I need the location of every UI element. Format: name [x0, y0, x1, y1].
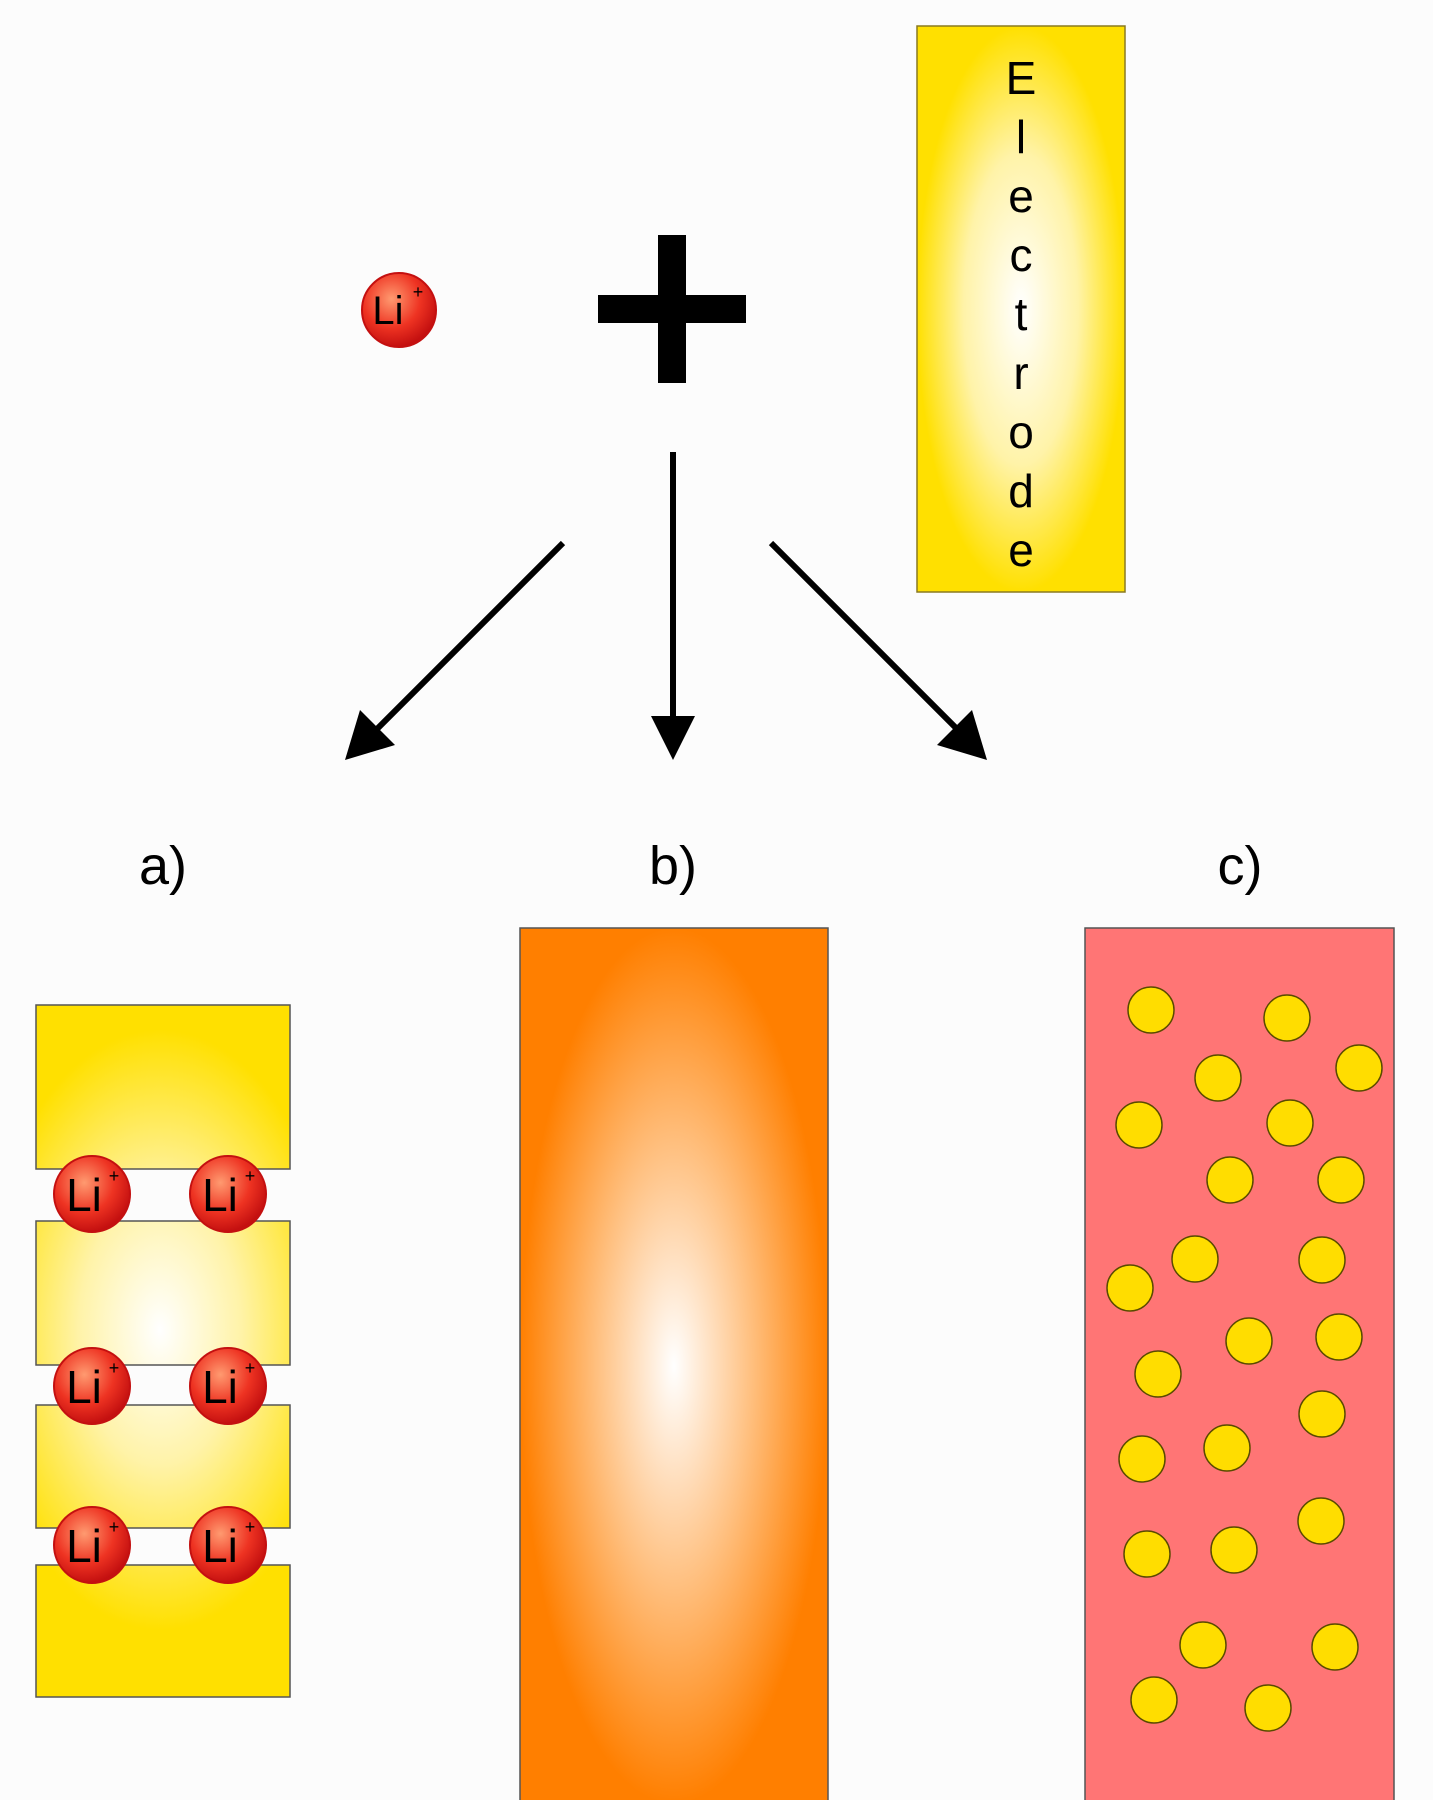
metal-particle: [1298, 1236, 1346, 1284]
metal-particle: [1203, 1424, 1251, 1472]
arrow-head-a: [345, 710, 395, 760]
panel-c-conversion: [1084, 927, 1395, 1800]
electrode-letter: o: [1008, 406, 1034, 458]
metal-particle: [1210, 1526, 1258, 1574]
electrode-letter: c: [1010, 229, 1033, 281]
ion-symbol: Li: [202, 1169, 238, 1221]
metal-particle: [1115, 1101, 1163, 1149]
intercalated-ions: Li + Li + Li + Li + Li + Li +: [53, 1155, 267, 1584]
metal-particle: [1263, 994, 1311, 1042]
metal-particle: [1311, 1623, 1359, 1671]
electrode-letter: r: [1013, 347, 1028, 399]
li-ion: Li +: [189, 1506, 267, 1584]
reaction-arrows: [345, 452, 987, 760]
metal-particle: [1206, 1156, 1254, 1204]
panel-b-alloy: [519, 927, 829, 1800]
ion-charge: +: [109, 1517, 120, 1537]
electrode-letter: e: [1008, 170, 1034, 222]
li-ion: Li +: [53, 1347, 131, 1425]
electrode-letter: e: [1008, 524, 1034, 576]
metal-particle: [1297, 1497, 1345, 1545]
li-ion-reactant: Li +: [361, 272, 437, 348]
ion-symbol: Li: [66, 1169, 102, 1221]
metal-particle: [1118, 1435, 1166, 1483]
ion-charge: +: [245, 1358, 256, 1378]
panel-b-label: b): [649, 836, 697, 896]
metal-particle: [1179, 1621, 1227, 1669]
metal-particle: [1317, 1156, 1365, 1204]
ion-charge: +: [109, 1358, 120, 1378]
ion-charge: +: [245, 1166, 256, 1186]
metal-particle: [1244, 1684, 1292, 1732]
host-layer: [35, 1564, 291, 1698]
metal-particle: [1266, 1099, 1314, 1147]
li-ion: Li +: [189, 1155, 267, 1233]
arrow-to-a: [367, 540, 566, 739]
particles: [1106, 986, 1383, 1732]
li-ion: Li +: [189, 1347, 267, 1425]
ion-charge: +: [109, 1166, 120, 1186]
ion-symbol: Li: [66, 1361, 102, 1413]
ion-charge: +: [245, 1517, 256, 1537]
ion-symbol: Li: [66, 1520, 102, 1572]
metal-particle: [1194, 1054, 1242, 1102]
ion-symbol: Li: [372, 289, 403, 333]
metal-particle: [1134, 1350, 1182, 1398]
metal-particle: [1225, 1317, 1273, 1365]
electrode-letter: d: [1008, 465, 1034, 517]
arrow-head-b: [651, 716, 695, 760]
electrode-letter: E: [1006, 52, 1037, 104]
metal-particle: [1298, 1390, 1346, 1438]
electrode-letter: l: [1016, 111, 1026, 163]
ion-charge: +: [413, 282, 424, 302]
metal-particle: [1123, 1530, 1171, 1578]
metal-particle: [1130, 1676, 1178, 1724]
li-ion: Li +: [53, 1506, 131, 1584]
plus-icon: [598, 235, 746, 383]
host-layer: [35, 1220, 291, 1366]
li-ion: Li +: [53, 1155, 131, 1233]
ion-symbol: Li: [202, 1361, 238, 1413]
arrow-to-c: [768, 540, 963, 735]
arrow-head-c: [937, 710, 987, 760]
metal-particle: [1127, 986, 1175, 1034]
metal-particle: [1315, 1313, 1363, 1361]
ion-symbol: Li: [202, 1520, 238, 1572]
metal-particle: [1106, 1264, 1154, 1312]
host-layer: [35, 1004, 291, 1170]
metal-particle: [1335, 1044, 1383, 1092]
panel-a-intercalation: Li + Li + Li + Li + Li + Li +: [35, 1004, 291, 1698]
metal-particle: [1171, 1235, 1219, 1283]
panel-a-label: a): [139, 836, 187, 896]
electrode-letter: t: [1015, 288, 1028, 340]
host-layer: [35, 1404, 291, 1529]
panel-c-label: c): [1218, 836, 1263, 896]
